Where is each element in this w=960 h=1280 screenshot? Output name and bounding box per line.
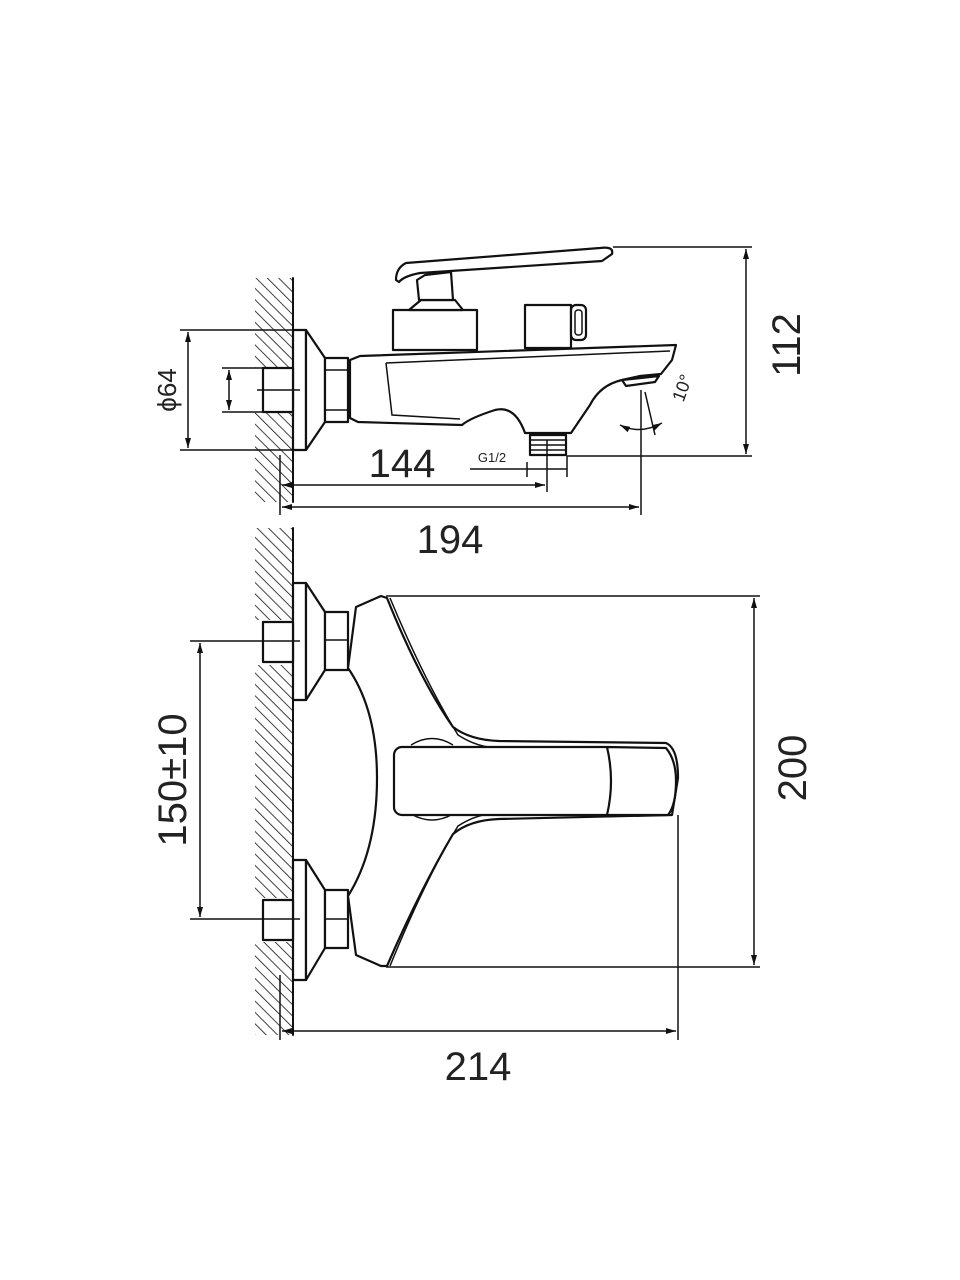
escutcheon	[291, 328, 327, 452]
inlet-pipe	[257, 366, 300, 414]
cartridge	[391, 270, 479, 352]
dimension-label-200: 200	[771, 735, 815, 802]
upper-inlet	[250, 581, 350, 702]
dimension-outlet-distance: 144	[279, 440, 548, 515]
thread-connector	[528, 433, 568, 457]
dimension-label-phi64: ϕ64	[152, 368, 182, 411]
dimension-label-214: 214	[445, 1045, 512, 1089]
side-view: 112 ϕ64 144 194 G1	[152, 246, 809, 562]
dimension-inlet-spacing: 150±10	[151, 640, 250, 920]
dimension-escutcheon-diameter: ϕ64	[152, 329, 293, 451]
dimension-height: 112	[567, 246, 809, 457]
lower-inlet	[250, 858, 350, 982]
wall-hatch	[255, 527, 294, 1036]
dimension-label-112: 112	[765, 313, 809, 377]
lever-handle-top	[392, 737, 678, 821]
dimension-label-144: 144	[369, 442, 436, 486]
top-view: 150±10 200 214	[151, 527, 815, 1089]
wall-hatch	[255, 277, 294, 503]
diverter-knob	[523, 303, 588, 350]
dimension-spout-reach: 194	[282, 390, 642, 562]
mixer-body	[348, 343, 678, 435]
dimension-label-150: 150±10	[151, 713, 195, 846]
hex-nut	[323, 356, 350, 424]
dimension-depth: 200	[386, 595, 815, 968]
dimension-overall-length: 214	[279, 815, 679, 1089]
dimension-thread: G1/2	[470, 450, 568, 477]
lever-handle	[394, 246, 614, 284]
dimension-label-194: 194	[417, 518, 484, 562]
dimension-label-10deg: 10°	[668, 372, 696, 404]
dimension-label-g12: G1/2	[478, 450, 506, 465]
dimension-pipe	[222, 367, 263, 413]
